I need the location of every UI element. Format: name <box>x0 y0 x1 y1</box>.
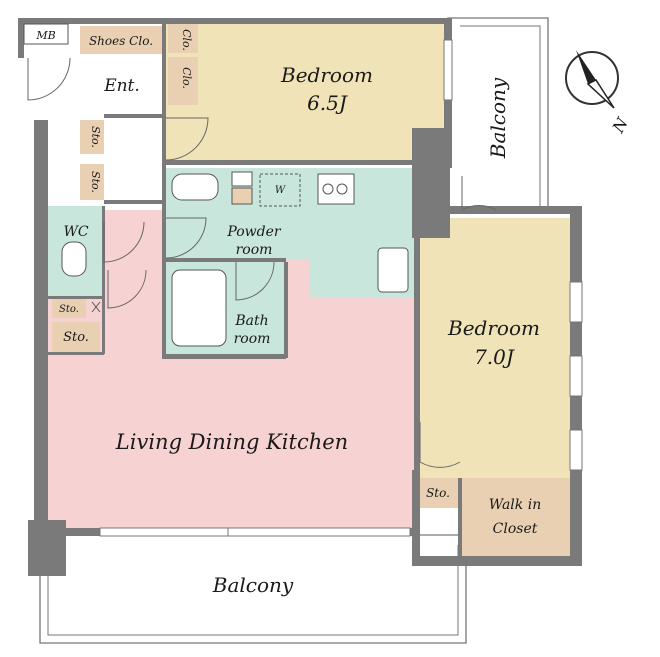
walkin-floor <box>462 478 570 558</box>
bathtub <box>171 269 227 347</box>
storage-small-floor <box>52 298 86 318</box>
kitchen-sink <box>377 247 409 293</box>
fixtures <box>61 171 409 347</box>
storage-a-floor <box>80 120 104 154</box>
toilet <box>61 241 87 277</box>
bedroom2-size: 7.0J <box>474 345 515 369</box>
balcony-south-label: Balcony <box>212 573 294 597</box>
bath-room-line2: room <box>234 331 271 347</box>
storage-small-label: Sto. <box>59 304 79 315</box>
closet-b-label: Clo. <box>180 67 193 89</box>
storage-b-label: Sto. <box>89 171 102 193</box>
washer-label: W <box>275 185 286 196</box>
bedroom1-floor <box>165 23 447 165</box>
storage-d-label: Sto. <box>426 486 450 500</box>
storage-d-floor <box>420 478 458 508</box>
powder-room-line1: Powder <box>226 224 282 240</box>
storage-c-label: Sto. <box>63 330 89 345</box>
closet-b-floor <box>168 57 198 105</box>
walkin-line2: Closet <box>493 521 538 537</box>
mb-label: MB <box>35 29 55 42</box>
washer-space <box>259 173 301 207</box>
bedroom1-name: Bedroom <box>280 63 373 87</box>
wc-label: WC <box>63 224 88 240</box>
shoes-closet-floor <box>80 26 162 54</box>
storage-b-floor <box>80 164 104 200</box>
bedroom1-size: 6.5J <box>307 91 348 115</box>
storage-a-label: Sto. <box>89 126 102 148</box>
powder-room-line2: room <box>236 242 273 258</box>
stove <box>317 173 355 205</box>
doors <box>27 57 497 468</box>
north-arrow-icon <box>565 50 619 109</box>
closet-a-floor <box>168 23 198 53</box>
balcony-east-label: Balcony <box>486 77 510 159</box>
bath-room-line1: Bath <box>234 313 268 329</box>
walkin-line1: Walk in <box>489 497 541 513</box>
north-label: N <box>608 114 632 137</box>
bedroom2-name: Bedroom <box>447 316 540 340</box>
windows <box>99 39 583 537</box>
bedroom2-floor <box>418 218 570 480</box>
shoes-closet-label: Shoes Clo. <box>89 34 153 48</box>
closet-a-label: Clo. <box>180 29 193 51</box>
meter-box <box>23 23 69 45</box>
powder-sink <box>171 173 219 201</box>
entrance-label: Ent. <box>103 76 140 96</box>
storage-c-floor <box>52 322 100 352</box>
ldk-label: Living Dining Kitchen <box>115 430 348 454</box>
